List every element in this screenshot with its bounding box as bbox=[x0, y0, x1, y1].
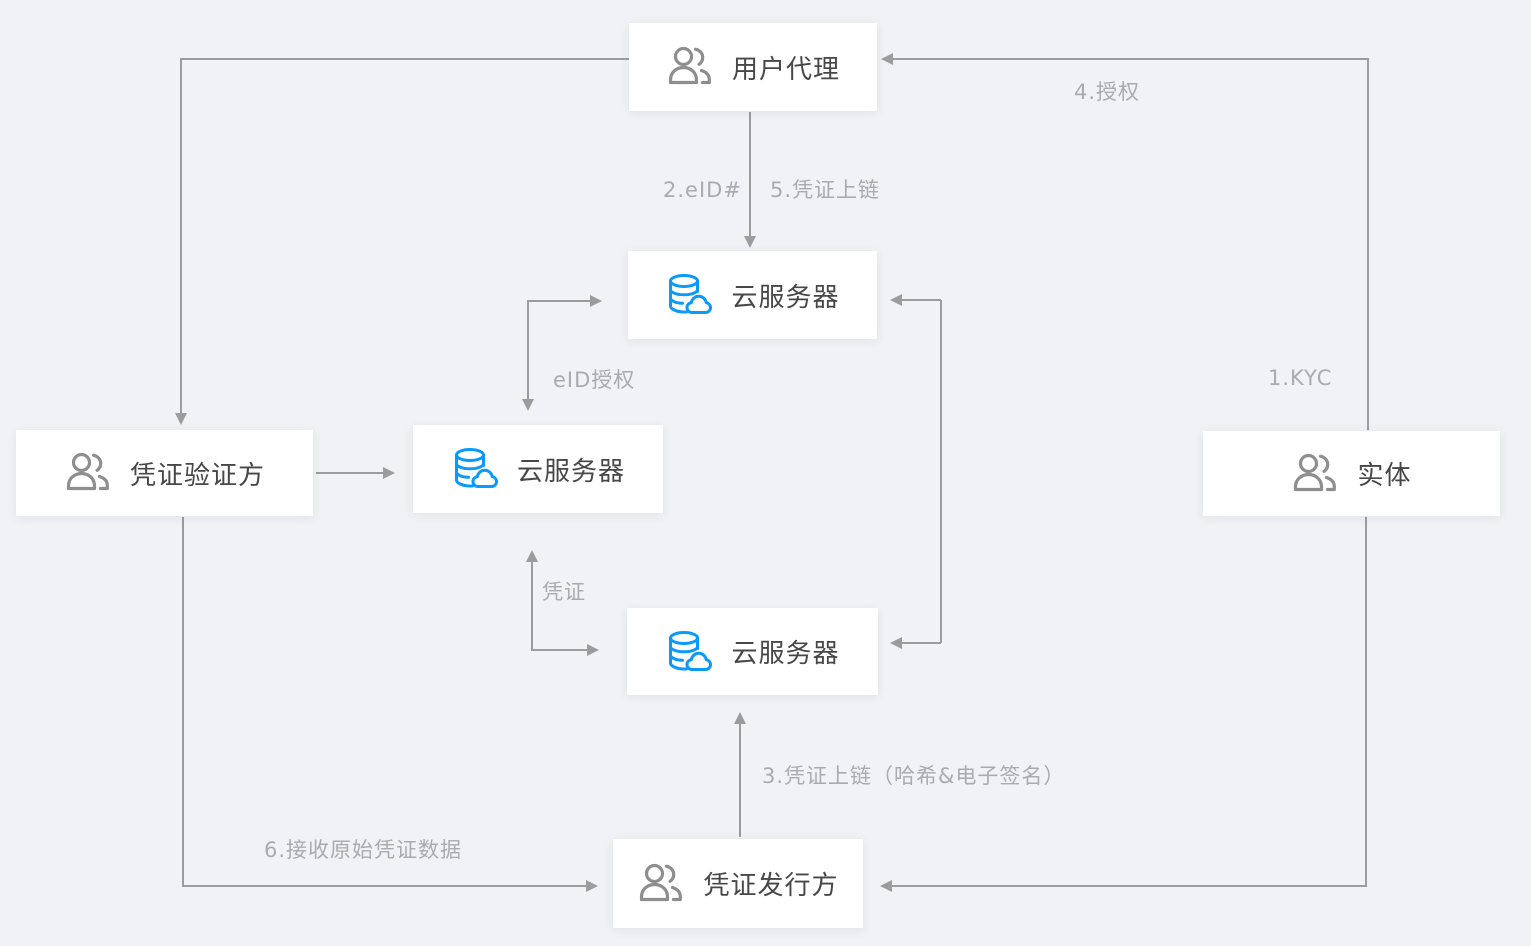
users-icon bbox=[666, 43, 714, 91]
users-icon bbox=[1291, 450, 1339, 498]
cloud-database-icon bbox=[665, 628, 713, 676]
edge-label-step6-receive-raw-credential: 6.接收原始凭证数据 bbox=[264, 838, 463, 862]
edge-label-credential: 凭证 bbox=[542, 580, 586, 604]
node-label: 凭证验证方 bbox=[129, 460, 265, 491]
node-credential-verifier: 凭证验证方 bbox=[16, 430, 313, 516]
node-label: 用户代理 bbox=[731, 54, 840, 85]
node-user-agent: 用户代理 bbox=[629, 23, 877, 111]
edge-label-step5-credential-onchain: 5.凭证上链 bbox=[770, 178, 881, 202]
edge-label-step3-credential-onchain: 3.凭证上链（哈希&电子签名） bbox=[762, 764, 1066, 788]
cloud-database-icon bbox=[665, 271, 713, 319]
node-entity: 实体 bbox=[1203, 431, 1500, 516]
edge-label-step1-kyc: 1.KYC bbox=[1268, 366, 1333, 390]
node-label: 云服务器 bbox=[731, 282, 840, 313]
users-icon bbox=[637, 860, 685, 908]
node-label: 云服务器 bbox=[731, 639, 840, 669]
node-label: 实体 bbox=[1357, 461, 1412, 491]
edge-label-step2-eid: 2.eID# bbox=[663, 178, 742, 202]
node-credential-issuer: 凭证发行方 bbox=[613, 839, 863, 928]
node-cloud-server-top: 云服务器 bbox=[628, 251, 877, 339]
node-label: 凭证发行方 bbox=[703, 871, 839, 901]
users-icon bbox=[64, 449, 112, 497]
node-label: 云服务器 bbox=[516, 456, 625, 487]
node-cloud-server-bottom: 云服务器 bbox=[627, 608, 878, 695]
edge-label-eid-authorize: eID授权 bbox=[553, 368, 636, 392]
node-cloud-server-middle: 云服务器 bbox=[413, 425, 663, 513]
cloud-database-icon bbox=[451, 445, 499, 493]
edge-label-step4-authorize: 4.授权 bbox=[1074, 80, 1141, 104]
